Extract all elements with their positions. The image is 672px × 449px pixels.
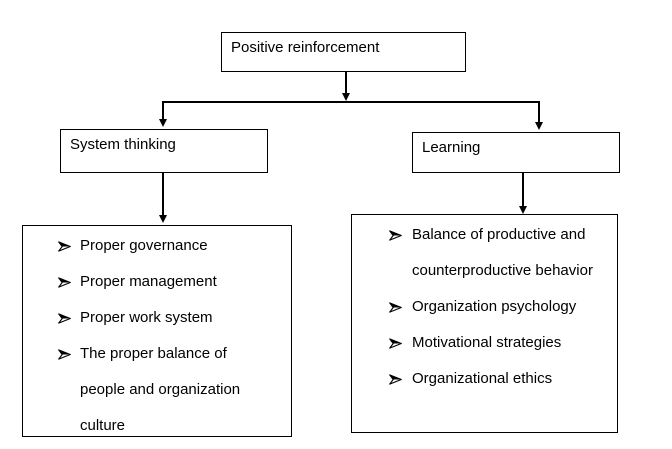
list-item: Motivational strategies bbox=[389, 325, 617, 361]
arrowhead-down-icon bbox=[341, 93, 350, 101]
list-item: Organization psychology bbox=[389, 289, 617, 325]
list-item-text: The proper balance of people and organiz… bbox=[80, 345, 241, 434]
connector-branch-line bbox=[162, 101, 540, 103]
arrowhead-bullet-icon bbox=[58, 336, 71, 372]
node-learning: Learning bbox=[412, 132, 620, 173]
arrowhead-down-icon bbox=[158, 215, 167, 223]
arrowhead-down-icon bbox=[518, 206, 527, 214]
list-item: Proper management bbox=[58, 264, 291, 300]
list-item: Organizational ethics bbox=[389, 361, 617, 397]
list-item-text: Proper work system bbox=[80, 309, 213, 326]
list-item-text: Motivational strategies bbox=[412, 334, 562, 351]
node-learning-details: Balance of productive and counterproduct… bbox=[351, 214, 618, 433]
list-item-text: Organization psychology bbox=[412, 298, 577, 315]
list-item: Proper governance bbox=[58, 228, 291, 264]
bullet-list: Proper governance Proper management Prop… bbox=[23, 226, 291, 444]
arrowhead-bullet-icon bbox=[58, 228, 71, 264]
arrowhead-bullet-icon bbox=[389, 361, 402, 397]
connector-right-drop bbox=[538, 101, 540, 122]
list-item-text: Organizational ethics bbox=[412, 370, 553, 387]
arrowhead-bullet-icon bbox=[58, 300, 71, 336]
arrowhead-bullet-icon bbox=[58, 264, 71, 300]
connector-root-stem bbox=[345, 72, 347, 94]
list-item-text: Balance of productive and counterproduct… bbox=[412, 226, 593, 279]
node-system-thinking: System thinking bbox=[60, 129, 268, 173]
arrowhead-bullet-icon bbox=[389, 217, 402, 253]
list-item-text: Proper governance bbox=[80, 237, 208, 254]
connector-left-list-stem bbox=[162, 173, 164, 215]
list-item-text: Proper management bbox=[80, 273, 217, 290]
node-label: Learning bbox=[422, 139, 481, 156]
list-item: Balance of productive and counterproduct… bbox=[389, 217, 617, 289]
connector-right-list-stem bbox=[522, 173, 524, 206]
arrowhead-bullet-icon bbox=[389, 325, 402, 361]
arrowhead-bullet-icon bbox=[389, 289, 402, 325]
node-system-thinking-details: Proper governance Proper management Prop… bbox=[22, 225, 292, 437]
list-item: Proper work system bbox=[58, 300, 291, 336]
node-label: System thinking bbox=[70, 136, 176, 153]
node-positive-reinforcement: Positive reinforcement bbox=[221, 32, 466, 72]
arrowhead-down-icon bbox=[158, 119, 167, 127]
list-item: The proper balance of people and organiz… bbox=[58, 336, 291, 444]
bullet-list: Balance of productive and counterproduct… bbox=[352, 215, 617, 397]
node-label: Positive reinforcement bbox=[231, 39, 380, 56]
arrowhead-down-icon bbox=[534, 122, 543, 130]
connector-left-drop bbox=[162, 101, 164, 119]
